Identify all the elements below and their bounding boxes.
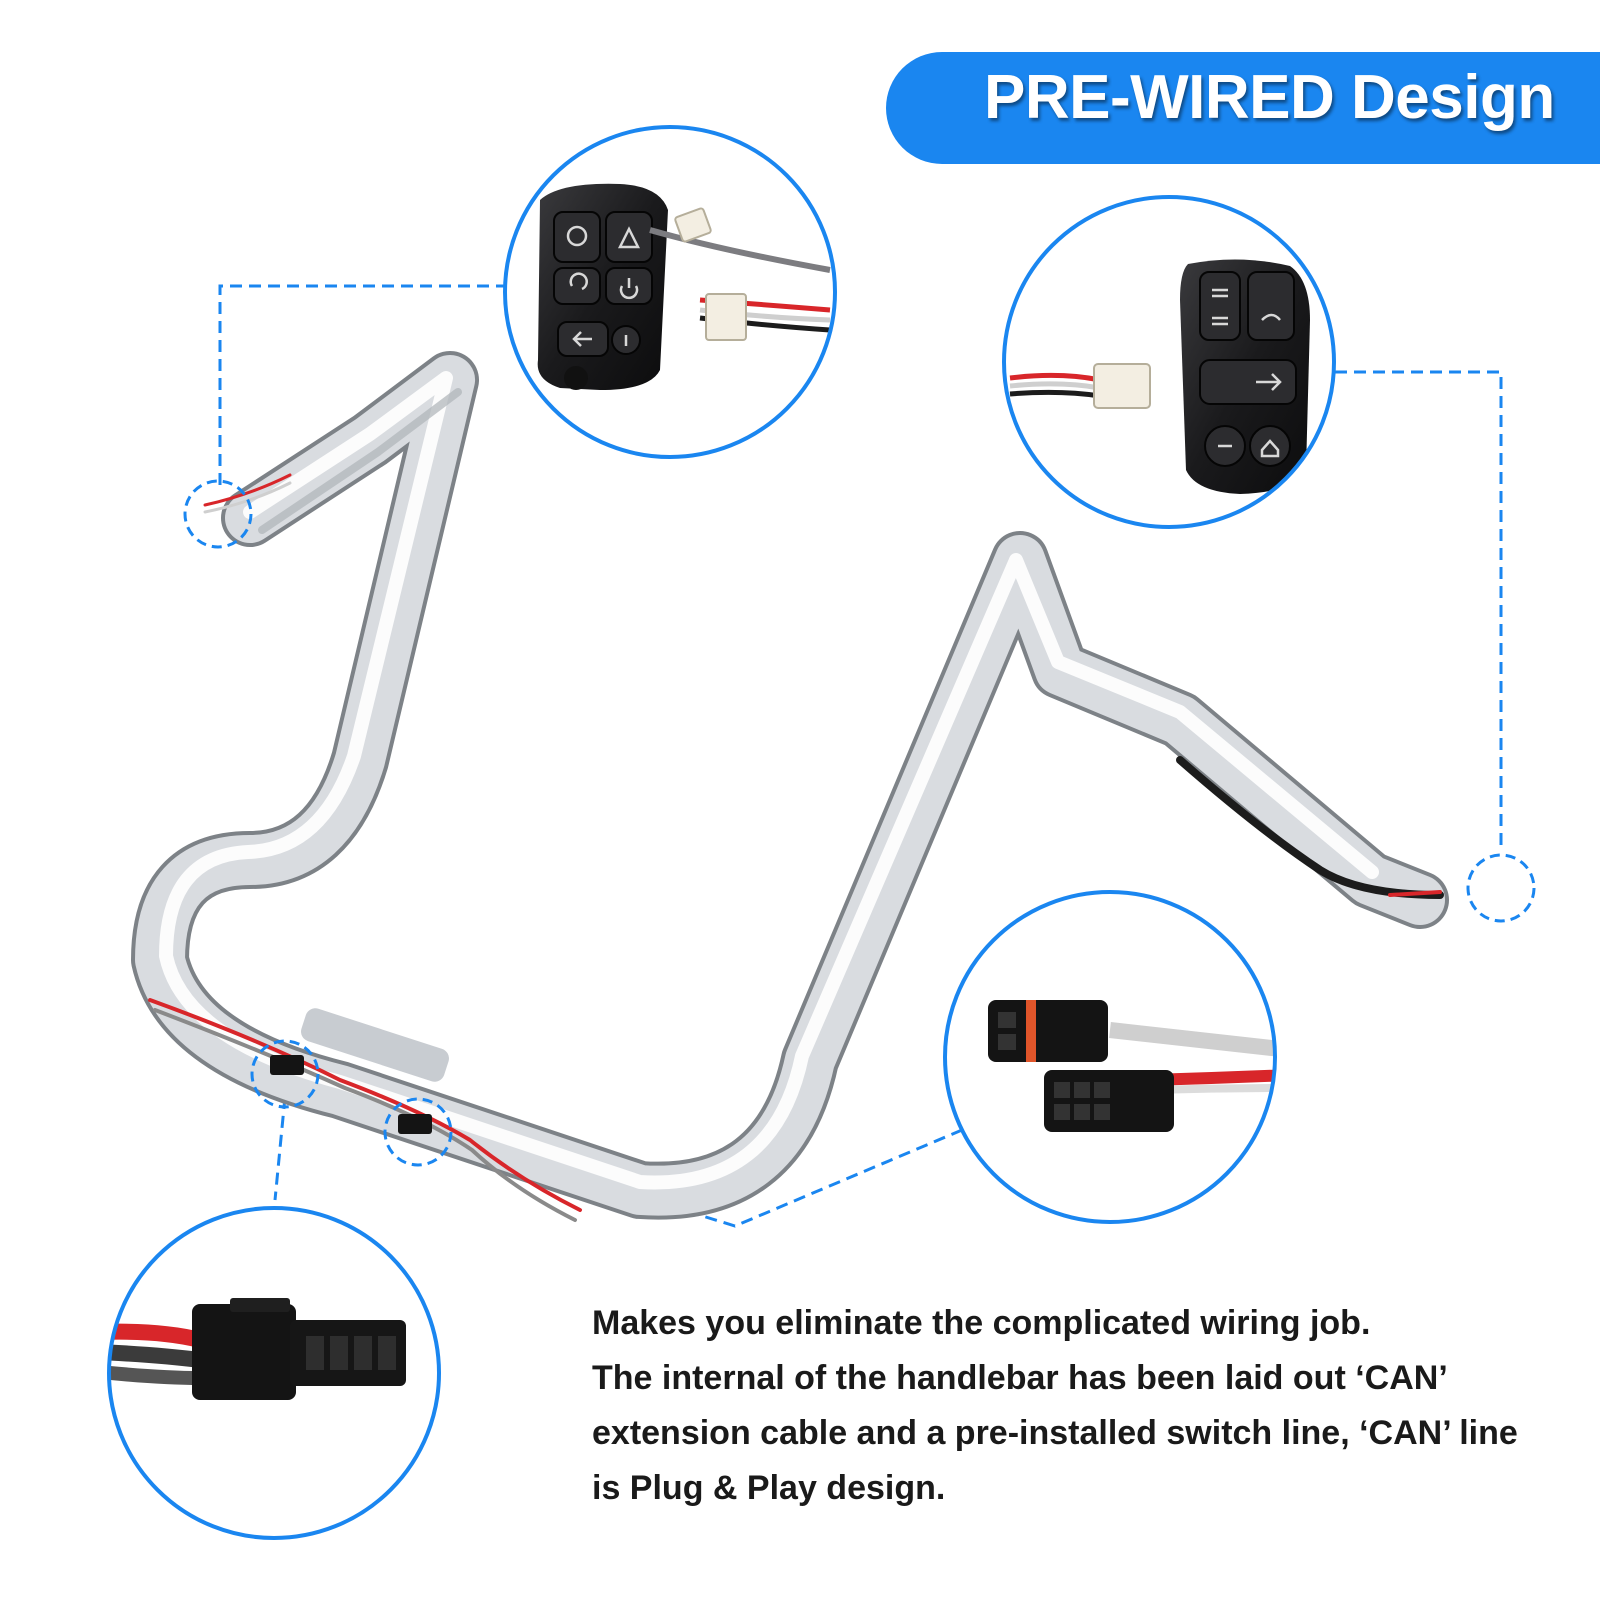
callout-left-switch: [503, 125, 837, 459]
hazard-icon: [605, 211, 653, 263]
plug-large: [705, 293, 747, 341]
description-line: extension cable and a pre-installed swit…: [592, 1414, 1518, 1452]
leader-line-lower-connector: [273, 1096, 287, 1201]
marker-inline-connector: [383, 1097, 453, 1167]
handlebar: [131, 351, 1449, 1220]
bar-connector-a: [270, 1055, 304, 1075]
description-text: Makes you eliminate the complicated wiri…: [592, 1296, 1552, 1516]
plug-right: [1093, 363, 1151, 409]
callout-plug-connector: [107, 1206, 441, 1540]
leader-line-right-switch: [1334, 370, 1503, 845]
cruise-icon: [553, 211, 601, 263]
bar-connector-b: [398, 1114, 432, 1134]
title-banner: [886, 52, 1600, 164]
can-connector-top: [988, 1000, 1108, 1062]
horn-icon: [1247, 271, 1295, 341]
description-line: is Plug & Play design.: [592, 1469, 946, 1507]
description-line: Makes you eliminate the complicated wiri…: [592, 1304, 1371, 1342]
right-turn-icon: [1199, 359, 1297, 405]
marker-right-end: [1466, 853, 1536, 923]
callout-markers: [183, 479, 1536, 1167]
can-connector-bottom: [1044, 1070, 1174, 1132]
banner-title: PRE-WIRED Design: [984, 63, 1555, 132]
marker-lower-connector: [250, 1039, 320, 1109]
resume-icon: [553, 267, 601, 305]
home-icon: [1249, 425, 1291, 467]
plug-housing: [192, 1304, 296, 1400]
marker-left-end: [183, 479, 253, 549]
plug-small: [674, 207, 712, 243]
high-beam-icon: [1199, 271, 1241, 341]
leader-line-left-switch: [218, 284, 505, 485]
wire-harness: [148, 473, 1444, 1222]
knurled-grip-section: [301, 1008, 449, 1082]
callout-right-switch: [1002, 195, 1336, 529]
callout-can-connectors: [943, 890, 1277, 1224]
description-line: The internal of the handlebar has been l…: [592, 1359, 1448, 1397]
